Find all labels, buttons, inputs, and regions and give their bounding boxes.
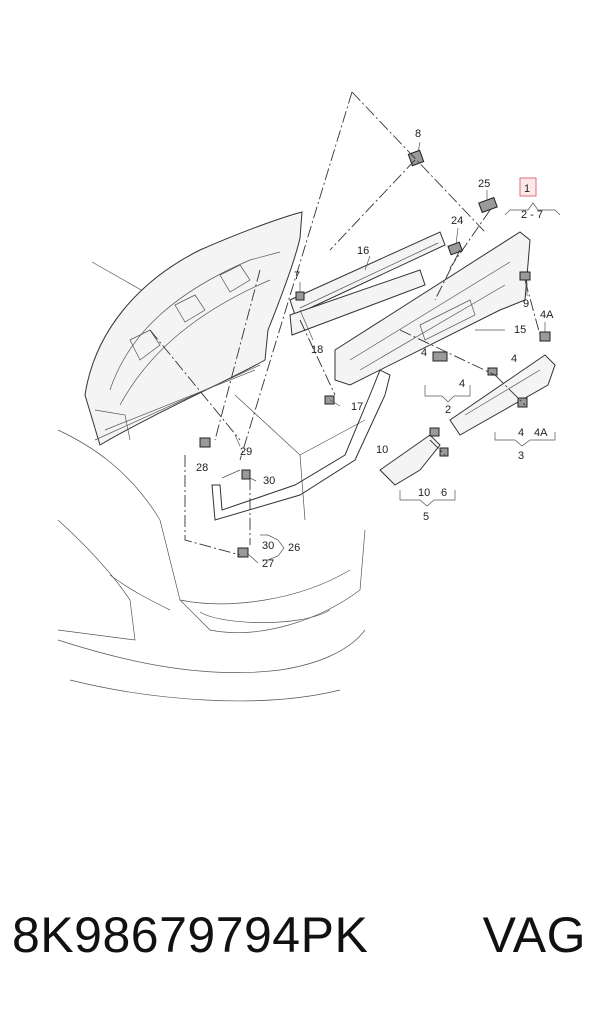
part-16-trim-strip (289, 231, 446, 336)
label-4A-bottom: 4A (534, 427, 548, 439)
label-4d: 4 (518, 427, 524, 439)
label-17: 17 (351, 401, 363, 413)
clip-parts (199, 149, 551, 558)
label-2: 2 (445, 404, 451, 416)
part-3-side-panel (449, 354, 556, 436)
assembly-lines (149, 91, 541, 556)
label-28: 28 (196, 462, 208, 474)
label-18: 18 (311, 344, 323, 356)
label-1: 1 (524, 183, 530, 195)
label-5: 5 (423, 511, 429, 523)
label-25: 25 (478, 178, 490, 190)
label-8: 8 (415, 128, 421, 140)
part-26-seal-frame (211, 369, 391, 521)
tailgate-lid (84, 211, 303, 446)
label-15: 15 (514, 324, 526, 336)
label-4b: 4 (459, 378, 465, 390)
part-5-lower-panel (379, 434, 441, 486)
label-27: 27 (262, 558, 274, 570)
label-24: 24 (451, 215, 463, 227)
label-16: 16 (357, 245, 369, 257)
part-1-upper-trim-panel (334, 231, 531, 386)
label-26: 26 (288, 542, 300, 554)
label-10a: 10 (376, 444, 388, 456)
label-30b: 30 (262, 540, 274, 552)
label-29: 29 (240, 446, 252, 458)
part-labels: 1 2 - 7 2 3 4 4 4 4 4A 4A 5 6 7 8 9 10 1… (196, 128, 554, 570)
label-9: 9 (523, 298, 529, 310)
part-number-text: 8K98679794PK (12, 907, 369, 963)
label-4c: 4 (511, 353, 517, 365)
car-body-outline (57, 261, 366, 702)
brackets (260, 202, 561, 561)
label-4a: 4 (421, 347, 427, 359)
leader-lines (234, 141, 546, 564)
label-6: 6 (441, 487, 447, 499)
label-30a: 30 (263, 475, 275, 487)
caption-bar: 8K98679794PK VAG (0, 900, 600, 980)
label-10b: 10 (418, 487, 430, 499)
label-7: 7 (294, 270, 300, 282)
label-4A-top: 4A (540, 309, 554, 321)
exploded-parts-diagram: 1 2 - 7 2 3 4 4 4 4 4A 4A 5 6 7 8 9 10 1… (57, 91, 561, 702)
label-3: 3 (518, 450, 524, 462)
brand-text: VAG (482, 907, 586, 963)
part-1-highlight-box (519, 177, 537, 197)
label-2-7: 2 - 7 (521, 209, 543, 221)
